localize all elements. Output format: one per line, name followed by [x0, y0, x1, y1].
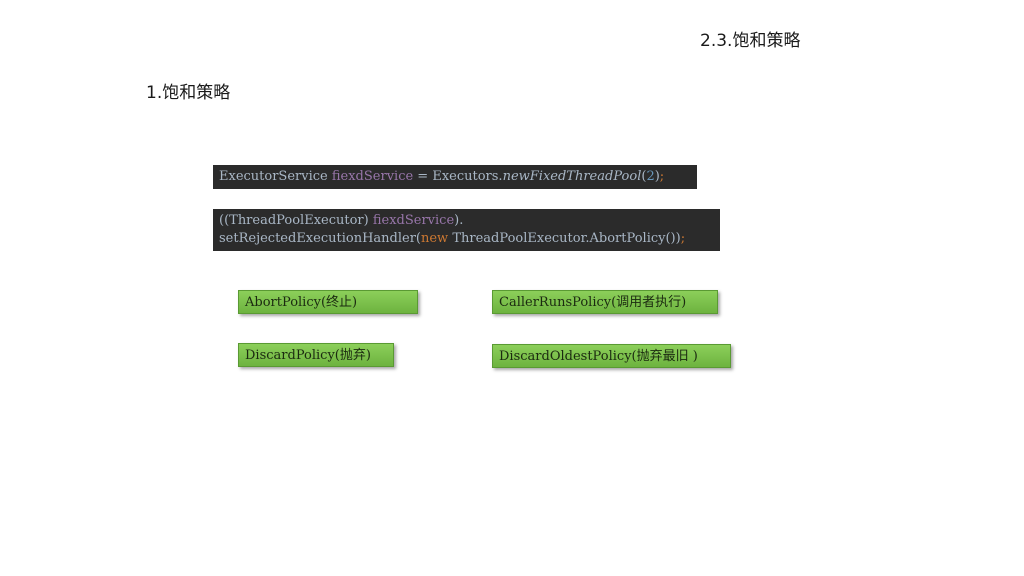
- code-token: setRejectedExecutionHandler(: [219, 231, 421, 246]
- code-token-semicolon: ;: [659, 169, 665, 184]
- policy-discard: DiscardPolicy(抛弃): [238, 343, 394, 367]
- code-token-method: newFixedThreadPool: [502, 169, 642, 184]
- code-block-create-pool: ExecutorService fiexdService = Executors…: [213, 165, 697, 189]
- policy-abort: AbortPolicy(终止): [238, 290, 418, 314]
- code-token: ExecutorService: [219, 169, 332, 184]
- code-token: = Executors.: [413, 169, 503, 184]
- code-line: setRejectedExecutionHandler(new ThreadPo…: [219, 230, 714, 248]
- page-title: 1.饱和策略: [146, 83, 231, 103]
- policy-caller-runs: CallerRunsPolicy(调用者执行): [492, 290, 718, 314]
- code-block-set-handler: ((ThreadPoolExecutor) fiexdService).setR…: [213, 209, 720, 251]
- code-token: (: [641, 169, 647, 184]
- code-token: ).: [454, 213, 464, 228]
- code-token-semicolon: ;: [680, 231, 686, 246]
- code-line: ((ThreadPoolExecutor) fiexdService).: [219, 212, 714, 230]
- code-token-keyword: new: [420, 231, 449, 246]
- code-token-field: fiexdService: [331, 169, 414, 184]
- policy-discard-oldest: DiscardOldestPolicy(抛弃最旧 ): [492, 344, 731, 368]
- code-token: ThreadPoolExecutor.AbortPolicy()): [448, 231, 681, 246]
- code-token: ): [654, 169, 660, 184]
- section-title: 2.3.饱和策略: [700, 31, 801, 51]
- code-token: ((ThreadPoolExecutor): [219, 213, 373, 228]
- code-token-field: fiexdService: [372, 213, 455, 228]
- code-token-number: 2: [646, 169, 655, 184]
